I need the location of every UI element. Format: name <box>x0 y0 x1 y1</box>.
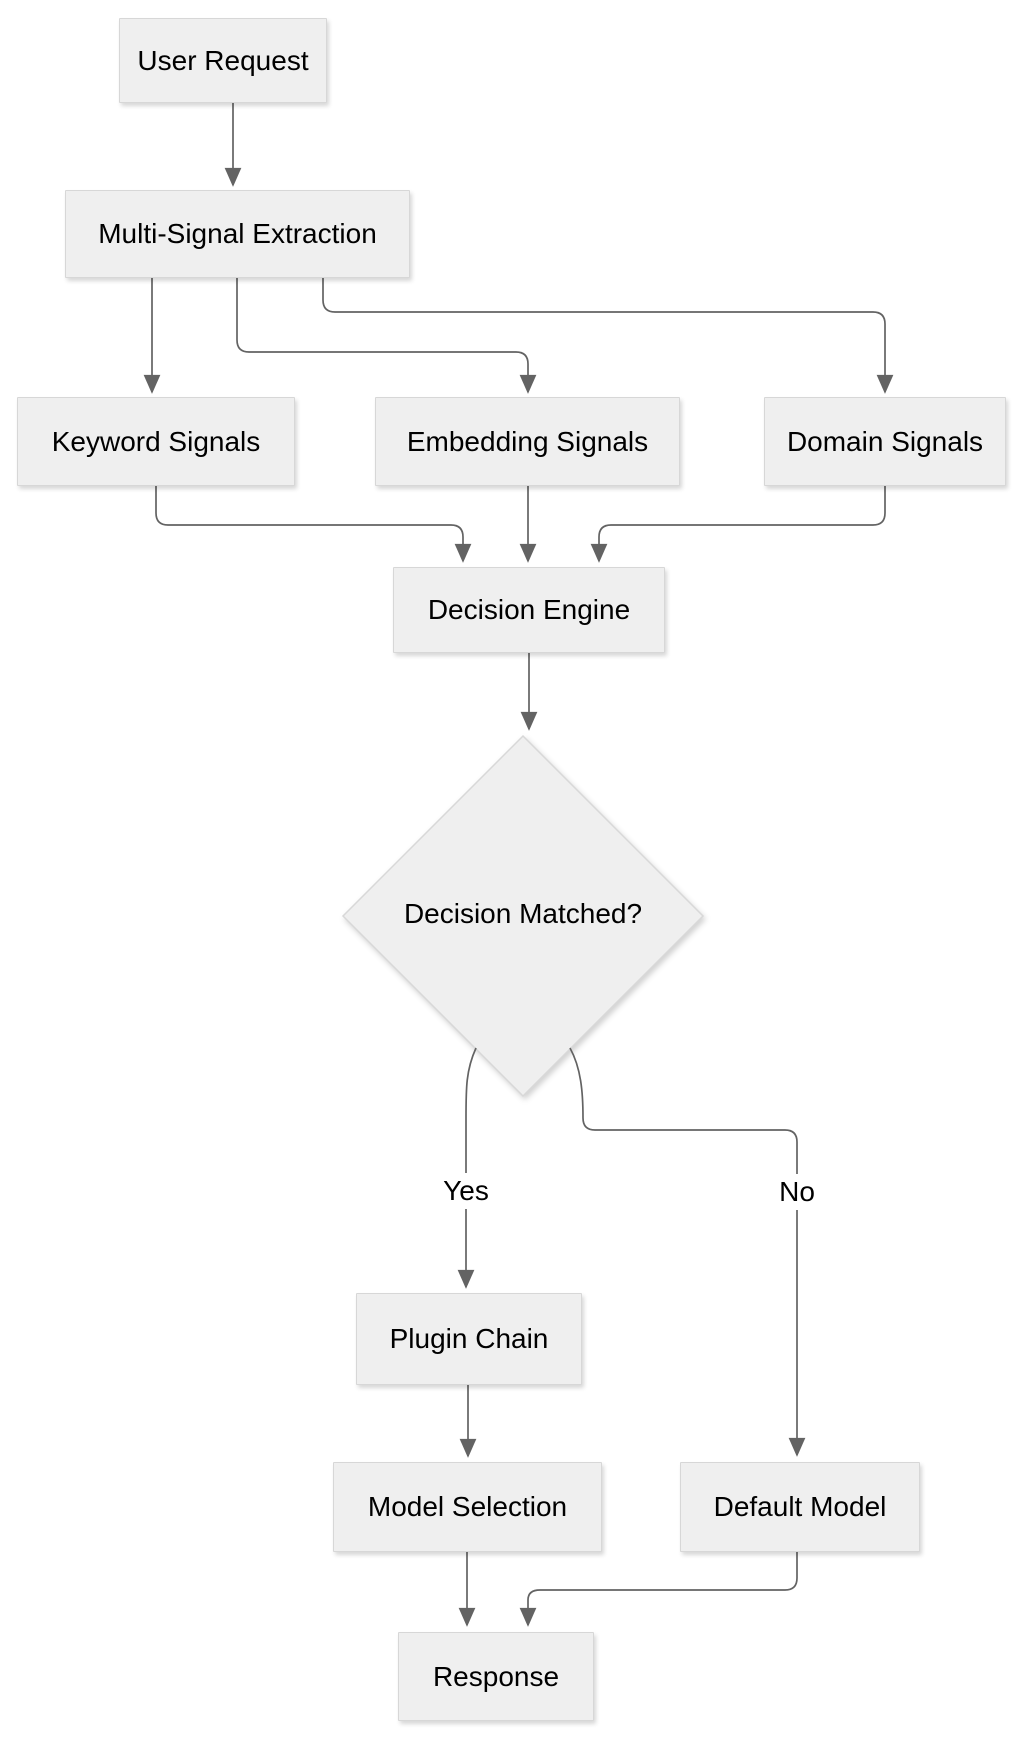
node-user-request: User Request <box>119 18 327 103</box>
edge-keyword-signals-to-decision-engine <box>155 486 472 563</box>
edge-multi-signal-extraction-to-embedding-signals <box>236 278 537 394</box>
node-decision-engine-label: Decision Engine <box>427 594 631 625</box>
decision-matched-diamond-shape <box>341 734 705 1098</box>
node-keyword-signals: Keyword Signals <box>17 397 295 486</box>
edge-multi-signal-extraction-to-domain-signals <box>322 278 894 394</box>
node-keyword-signals-label: Keyword Signals <box>51 425 261 457</box>
node-user-request-label: User Request <box>137 44 309 76</box>
node-decision-engine: Decision Engine <box>393 567 665 653</box>
edge-label-yes: Yes <box>435 1173 497 1209</box>
node-plugin-chain: Plugin Chain <box>356 1293 582 1385</box>
node-multi-signal-extraction-label: Multi-Signal Extraction <box>98 218 377 249</box>
node-model-selection: Model Selection <box>333 1462 602 1552</box>
node-default-model: Default Model <box>680 1462 920 1552</box>
edge-domain-signals-to-decision-engine <box>590 486 886 563</box>
node-default-model-label: Default Model <box>713 1491 887 1522</box>
node-domain-signals: Domain Signals <box>764 397 1006 486</box>
edge-decision-matched-to-plugin-chain <box>457 1047 477 1289</box>
node-multi-signal-extraction: Multi-Signal Extraction <box>65 190 410 278</box>
node-decision-matched-label: Decision Matched? <box>403 898 643 929</box>
node-response: Response <box>398 1632 594 1721</box>
node-domain-signals-label: Domain Signals <box>786 425 984 457</box>
node-response-label: Response <box>432 1660 560 1692</box>
edge-default-model-to-response <box>519 1552 798 1627</box>
edge-label-no: No <box>771 1174 823 1210</box>
node-model-selection-label: Model Selection <box>367 1491 568 1522</box>
node-embedding-signals-label: Embedding Signals <box>406 425 649 457</box>
edge-decision-matched-to-default-model <box>569 1047 806 1457</box>
node-embedding-signals: Embedding Signals <box>375 397 680 486</box>
node-plugin-chain-label: Plugin Chain <box>389 1323 549 1354</box>
